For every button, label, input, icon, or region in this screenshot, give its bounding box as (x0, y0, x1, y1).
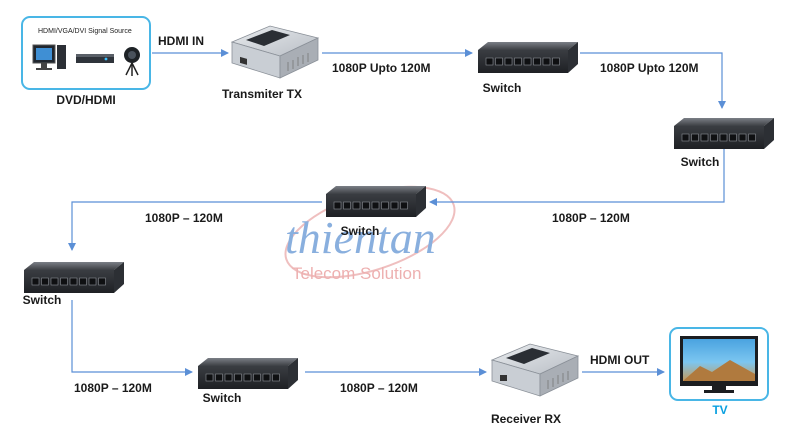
transmitter-label: Transmiter TX (222, 87, 302, 101)
label-hdmi-out: HDMI OUT (590, 353, 650, 367)
rj45-port-icon (224, 373, 233, 382)
tv-box: TV (669, 327, 769, 417)
rj45-port-icon (542, 57, 551, 66)
label-sw4-sw5: 1080P – 120M (74, 381, 152, 395)
watermark: thientan Telecom Solution (284, 185, 456, 283)
link-sw2-sw3 (429, 148, 725, 206)
receiver-device: Receiver RX (490, 343, 580, 426)
switch-5-label: Switch (203, 391, 242, 405)
switch-2-label: Switch (681, 155, 720, 169)
rj45-port-icon (50, 277, 59, 286)
rj45-port-icon (738, 133, 747, 142)
watermark-brand: thientan (285, 212, 436, 263)
switch-1: Switch (478, 42, 578, 95)
source-box: HDMI/VGA/DVI Signal Source DVD/HDMI (21, 16, 151, 107)
rj45-port-icon (552, 57, 560, 66)
rj45-port-icon (234, 373, 242, 382)
receiver-label: Receiver RX (491, 412, 561, 426)
source-caption: DVD/HDMI (56, 93, 115, 107)
switch-5-port-row (205, 373, 280, 382)
rj45-port-icon (41, 277, 49, 286)
switch-4-label: Switch (23, 293, 62, 307)
rj45-port-icon (390, 201, 399, 210)
rj45-port-icon (205, 373, 214, 382)
link-sw3-sw4 (68, 201, 322, 251)
rj45-port-icon (729, 133, 737, 142)
label-sw2-sw3: 1080P – 120M (552, 211, 630, 225)
rj45-port-icon (504, 57, 513, 66)
switch-3-label: Switch (341, 224, 380, 238)
dvd-player-icon (76, 54, 114, 63)
tv-caption: TV (712, 403, 727, 417)
rj45-port-icon (371, 201, 380, 210)
rj45-port-icon (333, 201, 342, 210)
rj45-port-icon (514, 57, 522, 66)
rj45-port-icon (343, 201, 351, 210)
label-hdmi-in: HDMI IN (158, 34, 204, 48)
rj45-port-icon (262, 373, 271, 382)
transmitter-device: Transmiter TX (222, 25, 320, 101)
rj45-port-icon (253, 373, 261, 382)
switch-3-port-row (333, 201, 408, 210)
pc-monitor-icon (32, 44, 66, 70)
rj45-port-icon (710, 133, 718, 142)
switch-1-label: Switch (483, 81, 522, 95)
link-sw1-sw2 (580, 52, 726, 109)
label-sw3-sw4: 1080P – 120M (145, 211, 223, 225)
label-tx-sw1: 1080P Upto 120M (332, 61, 431, 75)
rj45-port-icon (523, 57, 532, 66)
rj45-port-icon (533, 57, 541, 66)
rj45-port-icon (748, 133, 756, 142)
rj45-port-icon (215, 373, 223, 382)
switch-1-port-row (485, 57, 560, 66)
rj45-port-icon (719, 133, 728, 142)
rj45-port-icon (69, 277, 78, 286)
rj45-port-icon (88, 277, 97, 286)
source-box-frame (21, 16, 151, 90)
rj45-port-icon (243, 373, 252, 382)
switch-2: Switch (674, 118, 774, 169)
label-sw1-sw2: 1080P Upto 120M (600, 61, 699, 75)
rj45-port-icon (272, 373, 280, 382)
rj45-port-icon (381, 201, 389, 210)
rj45-port-icon (98, 277, 106, 286)
rj45-port-icon (681, 133, 690, 142)
rj45-port-icon (495, 57, 503, 66)
watermark-tagline: Telecom Solution (292, 264, 421, 283)
rj45-port-icon (79, 277, 87, 286)
rj45-port-icon (485, 57, 494, 66)
switch-5: Switch (198, 358, 298, 405)
rj45-port-icon (352, 201, 361, 210)
rj45-port-icon (691, 133, 699, 142)
switch-2-port-row (681, 133, 756, 142)
rj45-port-icon (400, 201, 408, 210)
connectors (68, 49, 726, 376)
rj45-port-icon (700, 133, 709, 142)
rj45-port-icon (31, 277, 40, 286)
switch-3: Switch (326, 186, 426, 238)
rj45-port-icon (60, 277, 68, 286)
label-sw5-rx: 1080P – 120M (340, 381, 418, 395)
switch-4: Switch (23, 262, 124, 307)
tv-icon (680, 336, 758, 393)
rj45-port-icon (362, 201, 370, 210)
source-box-title: HDMI/VGA/DVI Signal Source (38, 28, 132, 35)
link-sw4-sw5 (71, 300, 193, 376)
camera-icon (124, 47, 140, 76)
switch-4-port-row (31, 277, 106, 286)
